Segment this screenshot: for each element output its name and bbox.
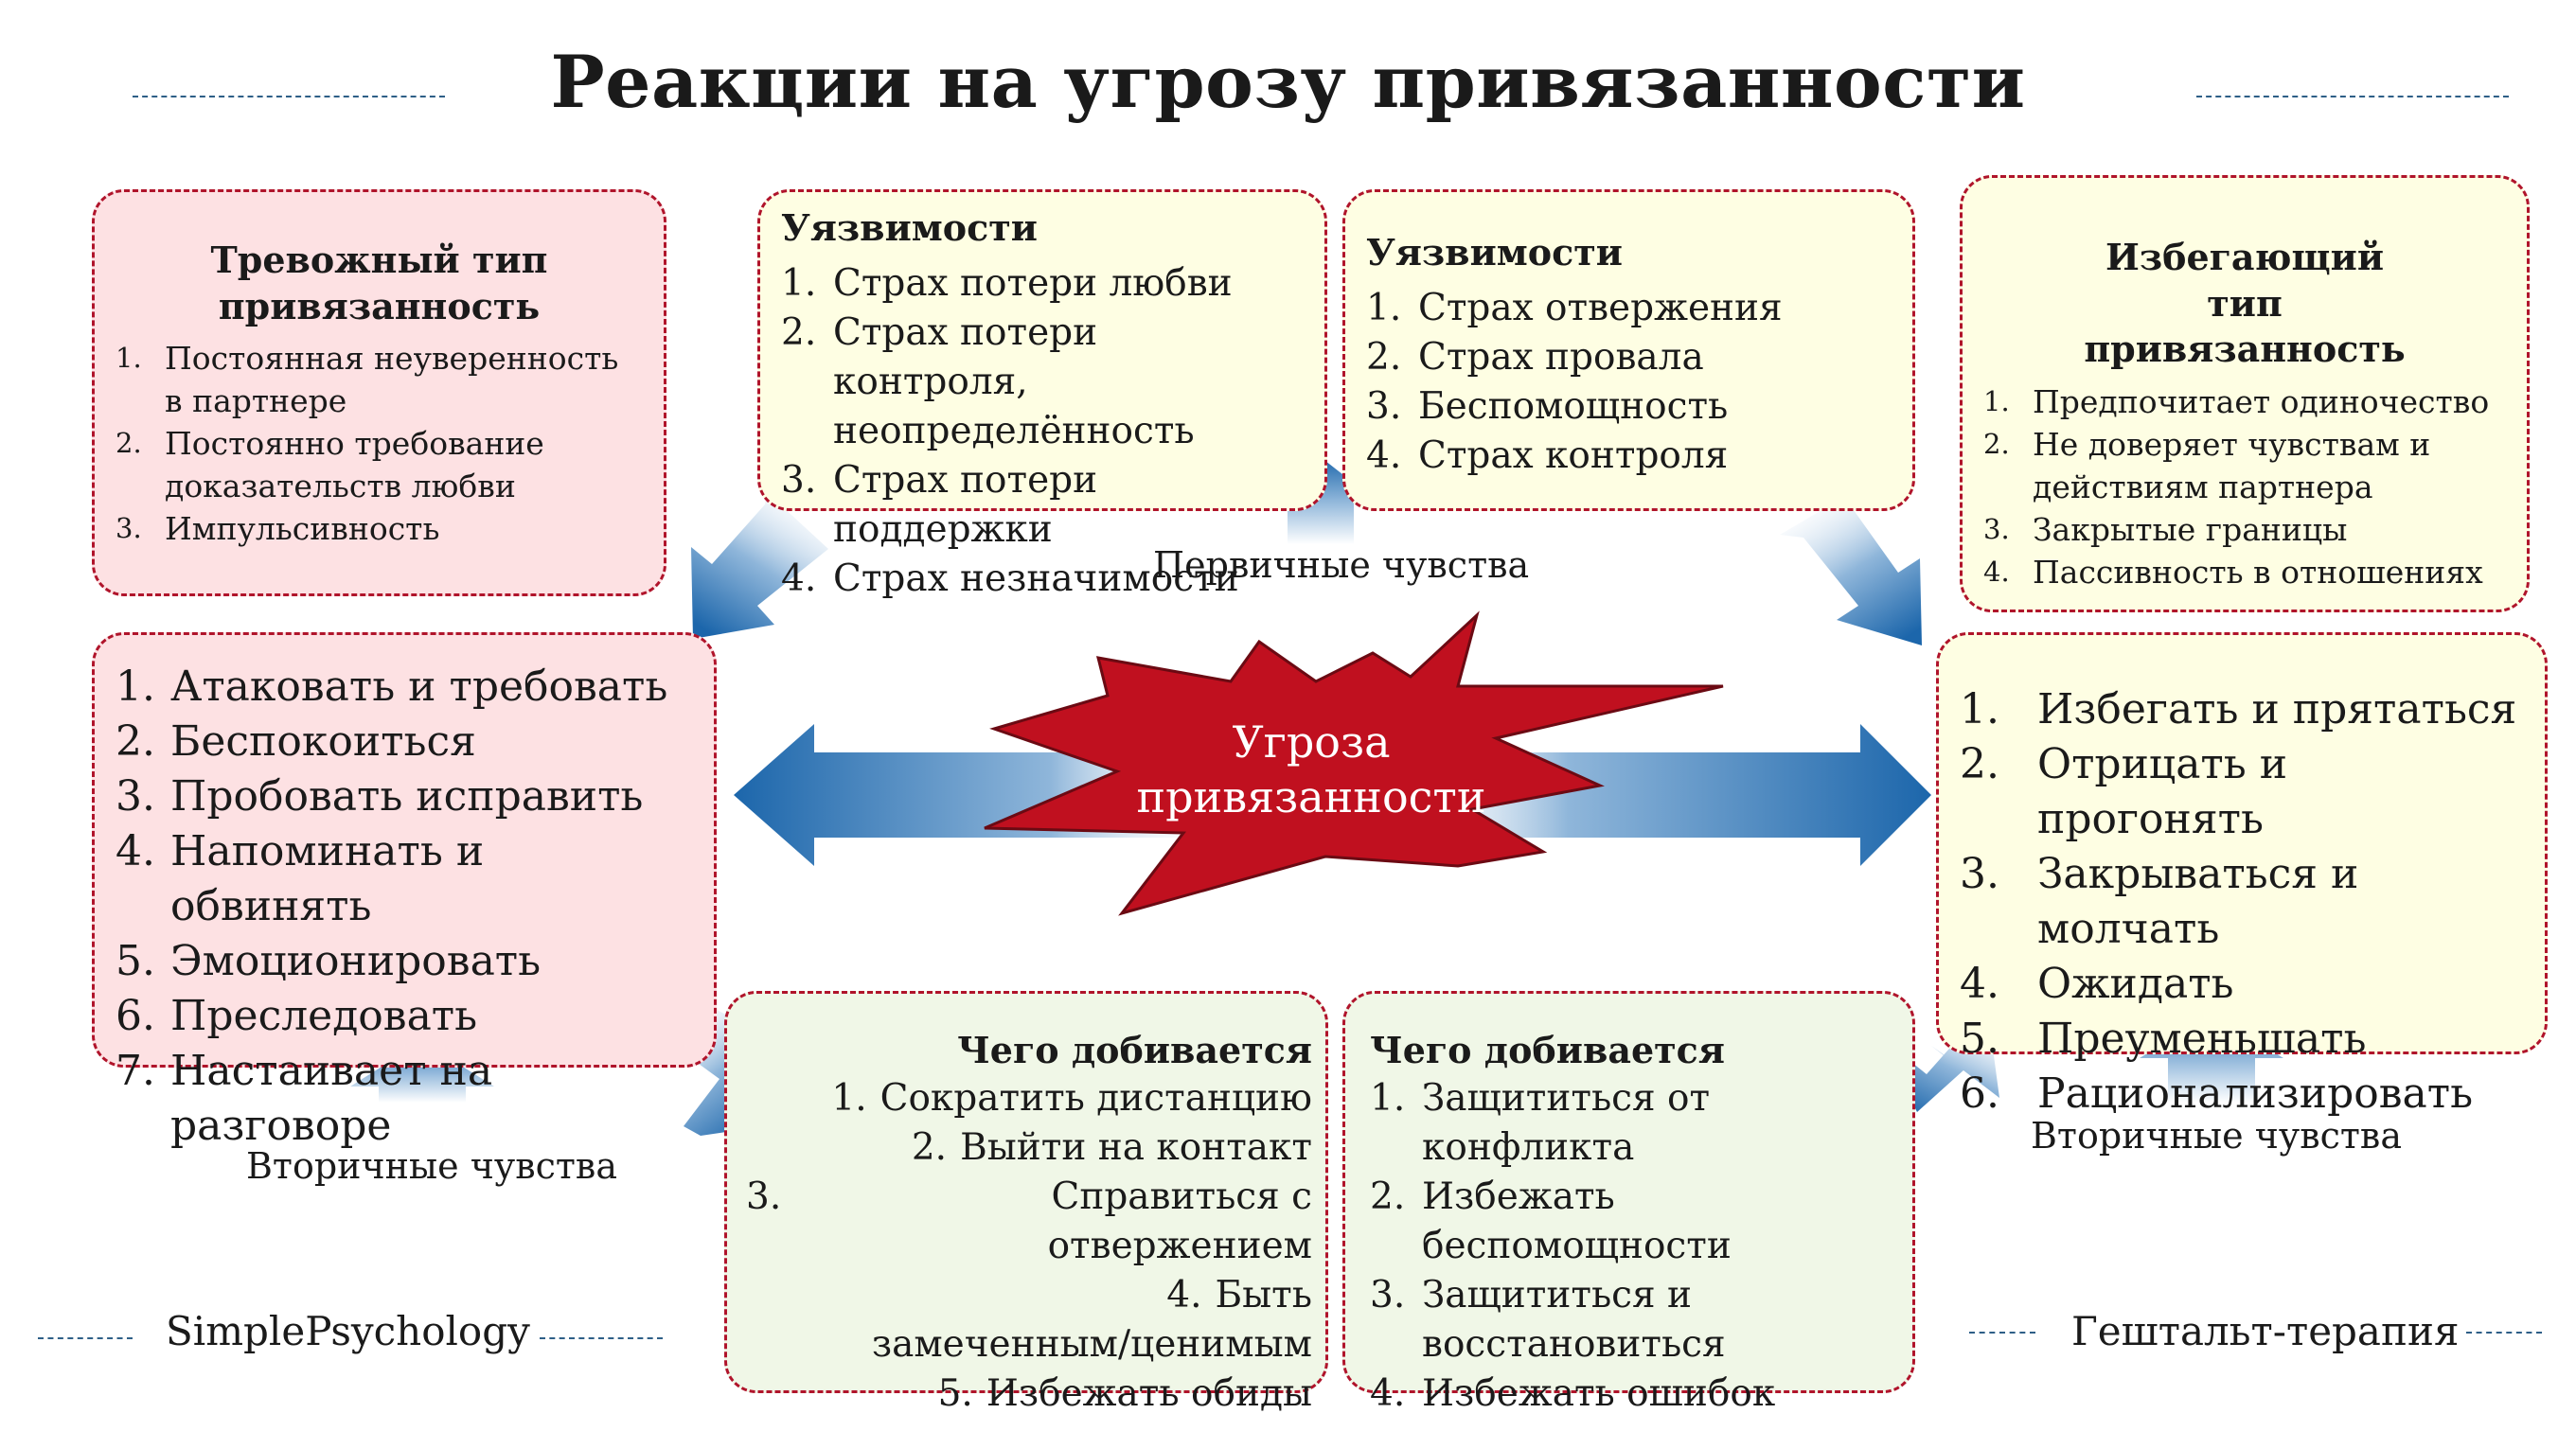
list-item: 3.Импульсивность	[115, 510, 440, 548]
list-item: 3.Закрываться и молчать	[1960, 850, 2359, 953]
list-item: 2.Отрицать и прогонять	[1960, 740, 2288, 843]
list-item: 7.Настаивает на разговоре	[115, 1047, 493, 1150]
footer-divider-left-2	[540, 1337, 663, 1339]
anxious-actions-list: 1.Атаковать и требовать 2.Беспокоиться 3…	[115, 660, 693, 1154]
anxious-type-box: Тревожный тип привязанность 1.Постоянная…	[92, 189, 666, 596]
primary-feelings-caption: Первичные чувства	[1153, 544, 1530, 586]
avoidant-vulnerabilities-heading: Уязвимости	[1366, 231, 1623, 274]
list-item: 3.Беспомощность	[1366, 384, 1729, 428]
avoidant-goals-box: Чего добивается 1.Защититься от конфликт…	[1342, 991, 1915, 1415]
anxious-vulnerabilities-heading: Уязвимости	[781, 206, 1038, 249]
list-item: 1.Постоянная неуверенность в партнере	[115, 340, 619, 420]
footer-divider-right-2	[2466, 1332, 2542, 1334]
avoidant-vulnerabilities-box: Уязвимости 1.Страх отвержения 2.Страх пр…	[1342, 189, 1915, 511]
list-item: 5.Избежать обиды	[937, 1371, 1312, 1415]
list-item: 4.Напоминать и обвинять	[115, 827, 485, 930]
anxious-goals-box: Чего добивается 1.Сократить дистанцию 2.…	[724, 991, 1328, 1415]
list-item: 1.Страх отвержения	[1366, 286, 1783, 329]
list-item: 2.Страх потери контроля, неопределённост…	[781, 310, 1195, 452]
arrow-diag-top-left	[691, 492, 828, 639]
list-item: 4.Быть	[1166, 1273, 1312, 1316]
list-item: 4.Страх незначимости	[781, 557, 1239, 600]
list-item: 1.Защититься от конфликта	[1370, 1076, 1711, 1169]
page-title: Реакции на угрозу привязанности	[550, 40, 2026, 124]
list-item: 5.Преуменьшать	[1960, 1015, 2367, 1063]
footer-divider-left-1	[38, 1337, 133, 1339]
list-item: 1.Сократить дистанцию	[831, 1076, 1312, 1120]
threat-label: Угроза привязанности	[1136, 716, 1486, 822]
footer-divider-right-1	[1969, 1332, 2035, 1334]
list-item: 3.Справиться с отвержением	[746, 1175, 1312, 1267]
arrow-up-secondary-right	[2140, 1013, 2283, 1103]
list-item: 6.Рационализировать	[1960, 1069, 2474, 1118]
footer-brand-right: Гештальт-терапия	[2071, 1308, 2460, 1354]
avoidant-goals-heading: Чего добивается	[1370, 1029, 1725, 1071]
arrow-up-primary	[1264, 457, 1377, 544]
anxious-traits-list: 1.Постоянная неуверенность в партнере 2.…	[115, 337, 643, 550]
list-item: 4.Страх контроля	[1366, 433, 1729, 477]
avoidant-goals-list: 1.Защититься от конфликта 2.Избежать бес…	[1370, 1074, 1903, 1419]
list-item: 1.Атаковать и требовать	[115, 663, 668, 711]
list-item: 1.Предпочитает одиночество	[1983, 382, 2490, 420]
arrow-up-secondary-left	[350, 1041, 494, 1103]
list-item: замеченным/ценимым	[871, 1322, 1312, 1366]
anxious-goals-heading: Чего добивается	[957, 1029, 1312, 1071]
avoidant-actions-box: 1.Избегать и прятаться 2.Отрицать и прог…	[1936, 632, 2548, 1118]
anxious-type-heading: Тревожный тип привязанность	[210, 239, 548, 327]
secondary-feelings-caption-left: Вторичные чувства	[246, 1145, 617, 1187]
avoidant-type-box: Избегающий тип привязанность 1.Предпочит…	[1960, 175, 2530, 612]
footer-brand-left: SimplePsychology	[166, 1308, 530, 1354]
threat-starburst	[984, 610, 1724, 916]
anxious-actions-box: 1.Атаковать и требовать 2.Беспокоиться 3…	[92, 632, 717, 1150]
list-item: 2.Выйти на контакт	[911, 1125, 1312, 1169]
list-item: 3.Закрытые границы	[1983, 510, 2348, 548]
list-item: 1.Избегать и прятаться	[1960, 685, 2517, 733]
list-item: 2.Избежать беспомощности	[1370, 1175, 1732, 1267]
avoidant-traits-list: 1.Предпочитает одиночество 2.Не доверяет…	[1983, 380, 2506, 593]
anxious-goals-list: 1.Сократить дистанцию 2.Выйти на контакт…	[746, 1074, 1312, 1419]
list-item: 3.Страх потери поддержки	[781, 458, 1098, 551]
anxious-vulnerabilities-list: 1.Страх потери любви 2.Страх потери конт…	[781, 259, 1304, 604]
list-item: 1.Страх потери любви	[781, 261, 1233, 305]
secondary-feelings-caption-right: Вторичные чувства	[2031, 1115, 2402, 1157]
title-divider-right	[2196, 96, 2509, 97]
arrow-diag-top-right	[1780, 497, 1922, 645]
avoidant-type-heading: Избегающий тип привязанность	[2084, 236, 2406, 371]
list-item: 5.Эмоционировать	[115, 937, 542, 985]
list-item: 4.Пассивность в отношениях	[1983, 553, 2483, 591]
list-item: 2.Постоянно требование доказательств люб…	[115, 425, 544, 505]
title-divider-left	[133, 96, 445, 97]
list-item: 2.Не доверяет чувствам и действиям партн…	[1983, 425, 2431, 505]
list-item: 3.Защититься и восстановиться	[1370, 1273, 1726, 1366]
avoidant-vulnerabilities-list: 1.Страх отвержения 2.Страх провала 3.Бес…	[1366, 284, 1892, 481]
list-item: 2.Страх провала	[1366, 335, 1704, 379]
list-item: 4.Избежать ошибок	[1370, 1371, 1776, 1415]
list-item: 2.Беспокоиться	[115, 717, 476, 766]
list-item: 3.Пробовать исправить	[115, 772, 644, 821]
anxious-vulnerabilities-box: Уязвимости 1.Страх потери любви 2.Страх …	[757, 189, 1327, 600]
list-item: 6.Преследовать	[115, 992, 478, 1040]
avoidant-actions-list: 1.Избегать и прятаться 2.Отрицать и прог…	[1960, 682, 2524, 1122]
list-item: 4.Ожидать	[1960, 960, 2234, 1008]
